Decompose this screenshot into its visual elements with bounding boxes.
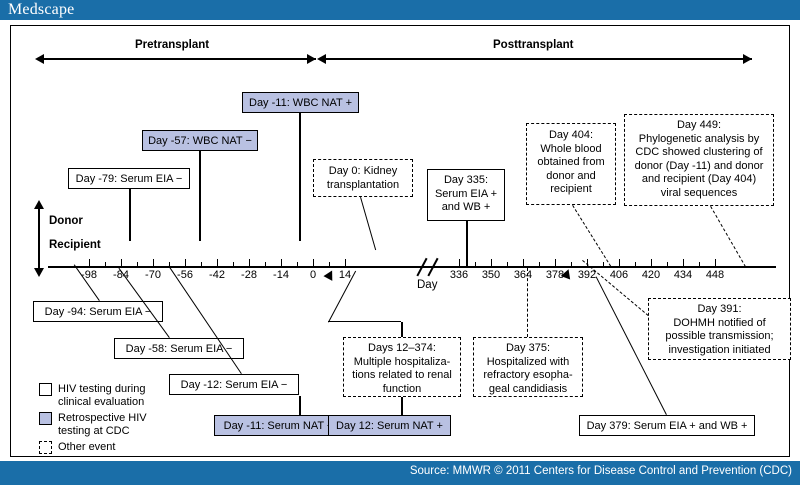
axis-tick (491, 259, 493, 266)
legend-item-blue: Retrospective HIV testing at CDC (39, 412, 147, 438)
axis-minor-tick (105, 262, 107, 266)
source-footer-bar: Source: MMWR © 2011 Centers for Disease … (0, 461, 800, 485)
connector-day-335-serum (466, 221, 468, 266)
legend-item-solid: HIV testing during clinical evaluation (39, 383, 147, 409)
connector-day-0-kidney (359, 197, 377, 251)
axis-tick-label: 336 (449, 269, 469, 281)
event-box-day-m58-serum-eia[interactable]: Day -58: Serum EIA − (114, 338, 244, 359)
connector-day-449-phylo (710, 206, 746, 268)
axis-tick-label: -42 (209, 269, 225, 281)
legend-swatch-solid-icon (39, 383, 52, 396)
axis-tick-label: 434 (673, 269, 693, 281)
axis-tick (185, 259, 187, 266)
axis-tick (651, 259, 653, 266)
axis-minor-tick (329, 262, 331, 266)
donor-label: Donor (49, 215, 83, 227)
axis-tick (459, 259, 461, 266)
legend-item-dashed: Other event (39, 441, 147, 454)
axis-minor-tick (699, 262, 701, 266)
event-box-day-404-blood[interactable]: Day 404: Whole blood obtained from donor… (526, 123, 616, 205)
event-box-day-m79-serum-eia[interactable]: Day -79: Serum EIA − (68, 168, 190, 189)
axis-tick (619, 259, 621, 266)
connector-days-12-374-hosp (401, 322, 403, 337)
axis-minor-tick (297, 262, 299, 266)
axis-minor-tick (667, 262, 669, 266)
event-box-day-449-phylo[interactable]: Day 449: Phylogenetic analysis by CDC sh… (624, 114, 774, 206)
connector-day-m11-wbc-nat (299, 113, 301, 241)
axis-tick-label: 378 (545, 269, 565, 281)
axis-tick (555, 259, 557, 266)
axis-tick (715, 259, 717, 266)
axis-minor-tick (539, 262, 541, 266)
legend-label-solid: HIV testing during clinical evaluation (58, 383, 146, 408)
legend-swatch-dashed-icon (39, 441, 52, 454)
axis-tick-label: 420 (641, 269, 661, 281)
connector-day-m57-wbc-nat (199, 151, 201, 241)
axis-minor-tick (475, 262, 477, 266)
axis-minor-tick (571, 262, 573, 266)
axis-minor-tick (137, 262, 139, 266)
axis-tick (313, 259, 315, 266)
axis-tick-label: 448 (705, 269, 725, 281)
axis-minor-tick (635, 262, 637, 266)
axis-tick-label: 350 (481, 269, 501, 281)
axis-tick-label: -56 (177, 269, 193, 281)
connector-days-12-374-to-axis (328, 320, 401, 322)
connector-day-m79-serum-eia (129, 189, 131, 241)
connector-day-404-blood (572, 205, 612, 267)
axis-tick (89, 259, 91, 266)
axis-tick-label: 364 (513, 269, 533, 281)
medscape-logo: Medscape (8, 1, 75, 18)
recipient-label: Recipient (49, 239, 101, 251)
event-box-day-335-serum[interactable]: Day 335: Serum EIA + and WB + (427, 169, 505, 221)
connector-day-12-serum-nat (401, 397, 403, 415)
legend-swatch-blue-icon (39, 412, 52, 425)
axis-minor-tick (169, 262, 171, 266)
event-box-day-12-serum-nat[interactable]: Day 12: Serum NAT + (328, 415, 451, 436)
phase-label-pretransplant: Pretransplant (135, 39, 210, 51)
event-box-day-0-kidney[interactable]: Day 0: Kidney transplantation (313, 159, 413, 197)
source-credit-text: Source: MMWR © 2011 Centers for Disease … (409, 465, 792, 477)
axis-minor-tick (265, 262, 267, 266)
axis-minor-tick (603, 262, 605, 266)
axis-minor-tick (507, 262, 509, 266)
connector-day-m11-serum-nat (299, 396, 301, 415)
axis-tick (345, 259, 347, 266)
axis-tick-label: 14 (338, 269, 352, 281)
timeline-figure: Pretransplant Posttransplant Day -11: WB… (10, 25, 791, 457)
axis-tick (121, 259, 123, 266)
event-box-day-391-dohmh[interactable]: Day 391: DOHMH notified of possible tran… (648, 298, 791, 360)
axis-tick-label: -14 (273, 269, 289, 281)
axis-tick-label: 406 (609, 269, 629, 281)
timeline-axis (48, 266, 776, 268)
event-box-days-12-374-hosp[interactable]: Days 12–374: Multiple hospitaliza- tions… (343, 337, 461, 397)
axis-tick-label: -70 (145, 269, 161, 281)
medscape-brand-bar: Medscape (0, 0, 800, 20)
axis-tick (281, 259, 283, 266)
event-box-day-379-serum[interactable]: Day 379: Serum EIA + and WB + (579, 415, 755, 436)
axis-tick (683, 259, 685, 266)
axis-tick (523, 259, 525, 266)
event-box-day-m57-wbc-nat[interactable]: Day -57: WBC NAT − (142, 130, 258, 151)
event-box-day-m12-serum-eia[interactable]: Day -12: Serum EIA − (169, 374, 299, 395)
axis-tick (153, 259, 155, 266)
legend-label-dashed: Other event (58, 441, 116, 453)
axis-tick (249, 259, 251, 266)
legend-label-blue: Retrospective HIV testing at CDC (58, 412, 147, 437)
axis-minor-tick (201, 262, 203, 266)
legend: HIV testing during clinical evaluation R… (39, 383, 147, 457)
axis-tick (217, 259, 219, 266)
axis-title-day: Day (417, 279, 438, 291)
event-box-day-m11-wbc-nat[interactable]: Day -11: WBC NAT + (242, 92, 359, 113)
event-box-day-m94-serum-eia[interactable]: Day -94: Serum EIA − (33, 301, 163, 322)
event-box-day-m11-serum-nat[interactable]: Day -11: Serum NAT − (214, 415, 343, 436)
axis-tick-label: -28 (241, 269, 257, 281)
axis-tick-label: 0 (309, 269, 317, 281)
connector-day-375-hosp (527, 268, 528, 337)
axis-minor-tick (233, 262, 235, 266)
phase-label-posttransplant: Posttransplant (493, 39, 574, 51)
axis-tick-label: 392 (577, 269, 597, 281)
event-box-day-375-hosp[interactable]: Day 375: Hospitalized with refractory es… (473, 337, 583, 397)
axis-tick (587, 259, 589, 266)
